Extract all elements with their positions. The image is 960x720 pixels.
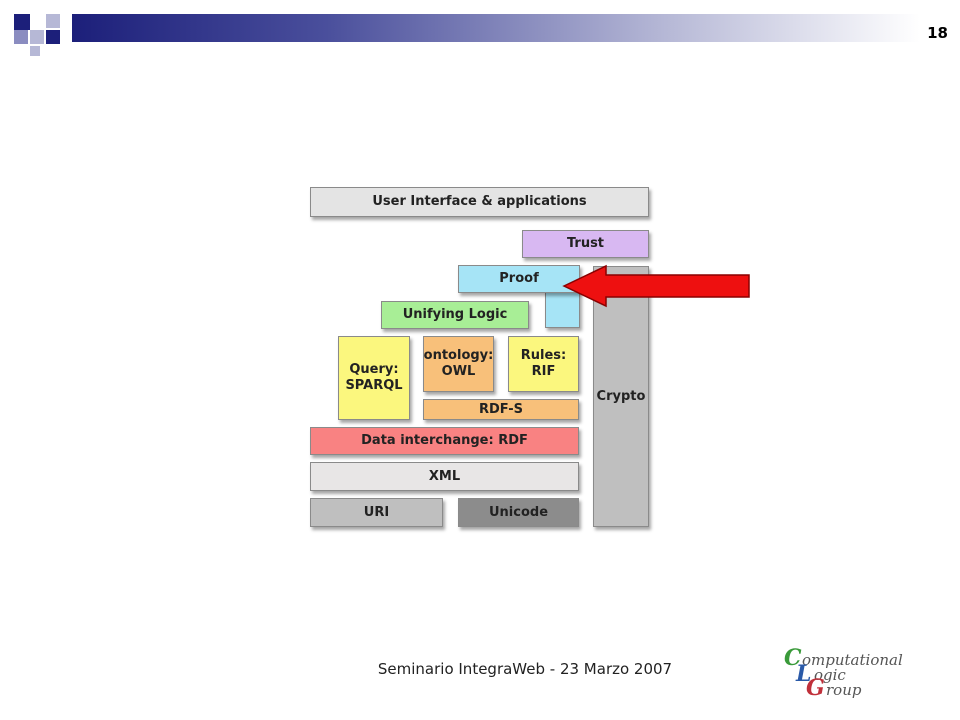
logo-word-logic: ogic [814, 666, 846, 684]
layer-rules-rif: Rules: RIF [508, 336, 579, 392]
layer-user-interface: User Interface & applications [310, 187, 649, 217]
layer-ontology-owl: ontology: OWL [423, 336, 494, 392]
layer-unifying-logic: Unifying Logic [381, 301, 529, 329]
header-gradient-bar [72, 14, 920, 42]
layer-data-interchange-rdf: Data interchange: RDF [310, 427, 579, 455]
computational-logic-group-logo: C omputational L ogic G roup [784, 645, 944, 701]
slide-number: 18 [927, 24, 948, 42]
red-arrow-icon [562, 264, 750, 308]
header-square-bottom [46, 30, 60, 44]
semantic-web-stack-diagram: User Interface & applications Trust Cryp… [300, 178, 662, 542]
layer-uri: URI [310, 498, 443, 527]
layer-proof: Proof [458, 265, 580, 293]
layer-xml: XML [310, 462, 579, 491]
layer-crypto: Crypto [593, 266, 649, 527]
logo-word-computational: omputational [802, 651, 903, 669]
header-square-corner [14, 30, 28, 44]
header-square-light [30, 30, 44, 44]
logo-initial-c: C [784, 645, 802, 671]
logo-initial-l: L [796, 661, 812, 687]
header-square-mid [46, 14, 60, 28]
footer-text: Seminario IntegraWeb - 23 Marzo 2007 [377, 660, 673, 678]
layer-proof-extension [545, 290, 580, 328]
logo-initial-g: G [806, 675, 825, 701]
layer-trust: Trust [522, 230, 649, 258]
layer-unicode: Unicode [458, 498, 579, 527]
logo-word-group: roup [826, 681, 862, 699]
layer-rdfs: RDF-S [423, 399, 579, 420]
header-square-small [30, 46, 40, 56]
header-square-dark [14, 14, 30, 30]
layer-query-sparql: Query: SPARQL [338, 336, 410, 420]
